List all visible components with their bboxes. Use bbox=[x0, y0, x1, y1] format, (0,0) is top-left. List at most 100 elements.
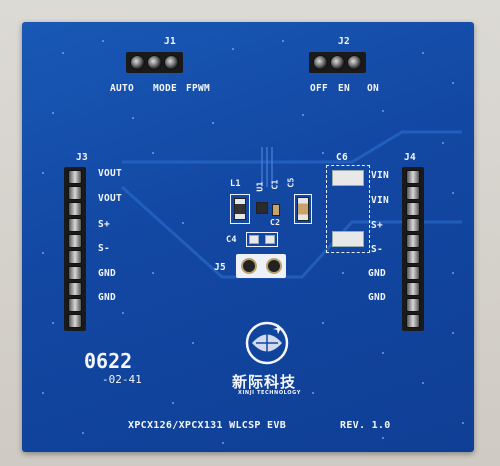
c4-pad-2 bbox=[265, 235, 275, 244]
j3-pin-4[interactable] bbox=[68, 218, 82, 232]
c4-ref: C4 bbox=[226, 235, 237, 245]
j2-label-en: EN bbox=[338, 83, 351, 94]
j5-ref: J5 bbox=[214, 262, 227, 273]
j3-pin-5[interactable] bbox=[68, 234, 82, 248]
date-code-sub: -02-41 bbox=[102, 373, 142, 386]
date-code-main: 0622 bbox=[84, 349, 133, 373]
j3-pin-1[interactable] bbox=[68, 170, 82, 184]
copper-traces bbox=[120, 130, 462, 279]
via-dot bbox=[382, 437, 384, 439]
c6-pad-bottom bbox=[332, 231, 364, 247]
board-title: XPCX126/XPCX131 WLCSP EVB bbox=[128, 420, 287, 431]
j4-label-4: S- bbox=[371, 244, 384, 255]
via-dot bbox=[422, 382, 424, 384]
via-dot bbox=[382, 110, 384, 112]
c1-capacitor bbox=[272, 204, 280, 216]
logo-cn-text: 新际科技 bbox=[232, 373, 297, 391]
u1-ref: U1 bbox=[255, 181, 265, 192]
j3-label-4: S- bbox=[98, 243, 111, 254]
l1-inductor bbox=[234, 198, 246, 220]
j4-pin-6[interactable] bbox=[406, 250, 420, 264]
via-dot bbox=[232, 48, 234, 50]
via-dot bbox=[282, 40, 284, 42]
via-dot bbox=[152, 272, 154, 274]
j2-pin-1[interactable] bbox=[313, 55, 328, 70]
logo-en-text: XINJI TECHNOLOGY bbox=[238, 390, 301, 396]
j4-label-2: VIN bbox=[371, 195, 390, 206]
j5-hole-1[interactable] bbox=[240, 258, 257, 274]
via-dot bbox=[462, 422, 464, 424]
j1-pin-1[interactable] bbox=[130, 55, 145, 70]
j4-ref: J4 bbox=[404, 152, 417, 163]
j3-label-3: S+ bbox=[98, 219, 111, 230]
j3-pin-8[interactable] bbox=[68, 282, 82, 296]
xinji-logo-mark bbox=[245, 321, 289, 365]
j4-pin-1[interactable] bbox=[406, 170, 420, 184]
j4-pin-2[interactable] bbox=[406, 186, 420, 200]
j4-label-6: GND bbox=[368, 292, 387, 303]
via-dot bbox=[172, 402, 174, 404]
via-dot bbox=[452, 192, 454, 194]
c5-outline bbox=[294, 194, 312, 224]
j3-label-5: GND bbox=[98, 268, 117, 279]
via-dot bbox=[192, 342, 194, 344]
j3-label-1: VOUT bbox=[98, 168, 123, 179]
j1-label-auto: AUTO bbox=[110, 83, 135, 94]
c4-pad-1 bbox=[249, 235, 259, 244]
j3-label-2: VOUT bbox=[98, 193, 123, 204]
via-dot bbox=[452, 332, 454, 334]
j5-hole-2[interactable] bbox=[265, 258, 282, 274]
j3-pin-2[interactable] bbox=[68, 186, 82, 200]
via-dot bbox=[102, 40, 104, 42]
c4-outline bbox=[246, 232, 278, 247]
j2-label-on: ON bbox=[367, 83, 380, 94]
via-dot bbox=[452, 82, 454, 84]
via-dot bbox=[422, 52, 424, 54]
c6-ref: C6 bbox=[336, 152, 349, 163]
j3-label-6: GND bbox=[98, 292, 117, 303]
j3-pin-9[interactable] bbox=[68, 298, 82, 312]
via-dot bbox=[42, 172, 44, 174]
via-dot bbox=[382, 352, 384, 354]
via-dot bbox=[122, 312, 124, 314]
j3-pin-10[interactable] bbox=[68, 314, 82, 328]
j4-pin-10[interactable] bbox=[406, 314, 420, 328]
via-dot bbox=[452, 272, 454, 274]
via-dot bbox=[312, 392, 314, 394]
j5-footprint[interactable] bbox=[236, 254, 286, 278]
j4-label-1: VIN bbox=[371, 170, 390, 181]
via-dot bbox=[82, 432, 84, 434]
via-dot bbox=[322, 152, 324, 154]
j2-header[interactable] bbox=[309, 52, 366, 73]
j4-label-5: GND bbox=[368, 268, 387, 279]
j3-pin-3[interactable] bbox=[68, 202, 82, 216]
j1-pin-2[interactable] bbox=[147, 55, 162, 70]
via-dot bbox=[182, 222, 184, 224]
c6-outline bbox=[326, 165, 370, 253]
via-dot bbox=[62, 52, 64, 54]
via-dot bbox=[152, 152, 154, 154]
j4-pin-5[interactable] bbox=[406, 234, 420, 248]
j4-pin-3[interactable] bbox=[406, 202, 420, 216]
j4-header[interactable] bbox=[402, 167, 424, 331]
j2-ref: J2 bbox=[338, 36, 351, 47]
j4-pin-9[interactable] bbox=[406, 298, 420, 312]
j3-pin-6[interactable] bbox=[68, 250, 82, 264]
j4-pin-8[interactable] bbox=[406, 282, 420, 296]
pcb-board: J1 AUTO MODE FPWM J2 OFF EN ON J3 bbox=[22, 22, 474, 452]
j2-pin-2[interactable] bbox=[330, 55, 345, 70]
c5-ref: C5 bbox=[286, 177, 296, 188]
j2-pin-3[interactable] bbox=[347, 55, 362, 70]
j3-pin-7[interactable] bbox=[68, 266, 82, 280]
j4-pin-4[interactable] bbox=[406, 218, 420, 232]
j1-pin-3[interactable] bbox=[164, 55, 179, 70]
via-dot bbox=[52, 322, 54, 324]
j3-header[interactable] bbox=[64, 167, 86, 331]
j1-header[interactable] bbox=[126, 52, 183, 73]
j4-pin-7[interactable] bbox=[406, 266, 420, 280]
c5-capacitor bbox=[297, 197, 309, 221]
u1-chip bbox=[256, 202, 268, 214]
via-dot bbox=[342, 272, 344, 274]
via-dot bbox=[442, 142, 444, 144]
c1-ref: C1 bbox=[270, 179, 280, 190]
